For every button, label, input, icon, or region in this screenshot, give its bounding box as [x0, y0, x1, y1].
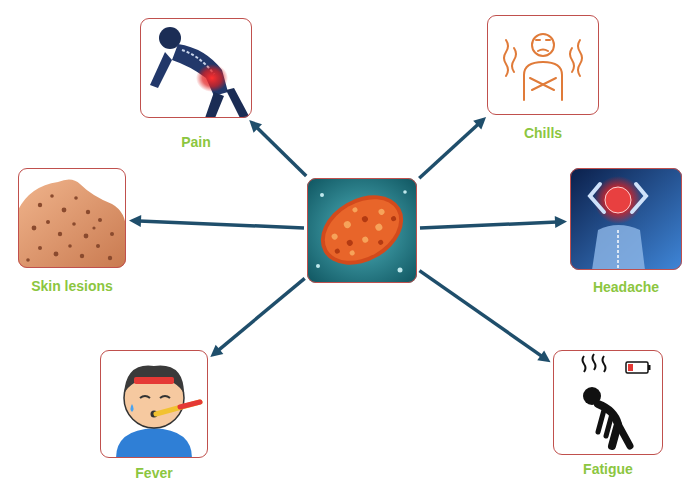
virus-picture [307, 178, 417, 283]
label-holder: Fever [101, 464, 207, 482]
center-box [307, 178, 417, 283]
arrow-line [218, 278, 305, 350]
symptom-label: Fatigue [581, 461, 635, 477]
arrow-head [555, 216, 567, 228]
arrow-line [419, 124, 479, 178]
label-holder: Fatigue [554, 460, 662, 478]
arrow-head [249, 120, 262, 133]
symptom-label: Skin lesions [29, 278, 115, 294]
arrow-connector [129, 215, 304, 228]
chills-figure [504, 34, 582, 100]
arrow-head [537, 351, 550, 363]
arrow-connector [420, 216, 567, 228]
symptom-box: Headache [570, 168, 682, 270]
symptom-label: Fever [133, 465, 174, 481]
label-holder: Chills [488, 124, 598, 142]
symptom-box: Fever [100, 350, 208, 458]
arrow-head [129, 215, 141, 227]
label-holder: Headache [571, 278, 681, 296]
headache-figure [570, 168, 682, 270]
symptom-box: Pain [140, 18, 252, 118]
fatigue-figure [583, 354, 651, 446]
arrow-line [139, 221, 304, 228]
arrow-connector [249, 120, 306, 176]
arrow-line [419, 271, 542, 357]
symptom-box: Fatigue [553, 350, 663, 455]
arrow-line [420, 222, 557, 228]
symptom-label: Headache [591, 279, 661, 295]
symptom-label: Chills [522, 125, 564, 141]
fever-figure [116, 366, 200, 458]
label-holder: Skin lesions [19, 277, 125, 295]
label-holder: Pain [141, 133, 251, 151]
arrow-head [473, 117, 486, 130]
arrow-connector [419, 271, 550, 363]
arrow-line [256, 127, 306, 176]
symptom-box: Chills [487, 15, 599, 115]
arrow-connector [210, 278, 304, 357]
skin-picture [18, 168, 126, 268]
pain-figure [140, 18, 252, 118]
symptom-box: Skin lesions [18, 168, 126, 268]
arrow-connector [419, 117, 486, 178]
arrow-head [210, 345, 223, 357]
symptom-label: Pain [179, 134, 213, 150]
